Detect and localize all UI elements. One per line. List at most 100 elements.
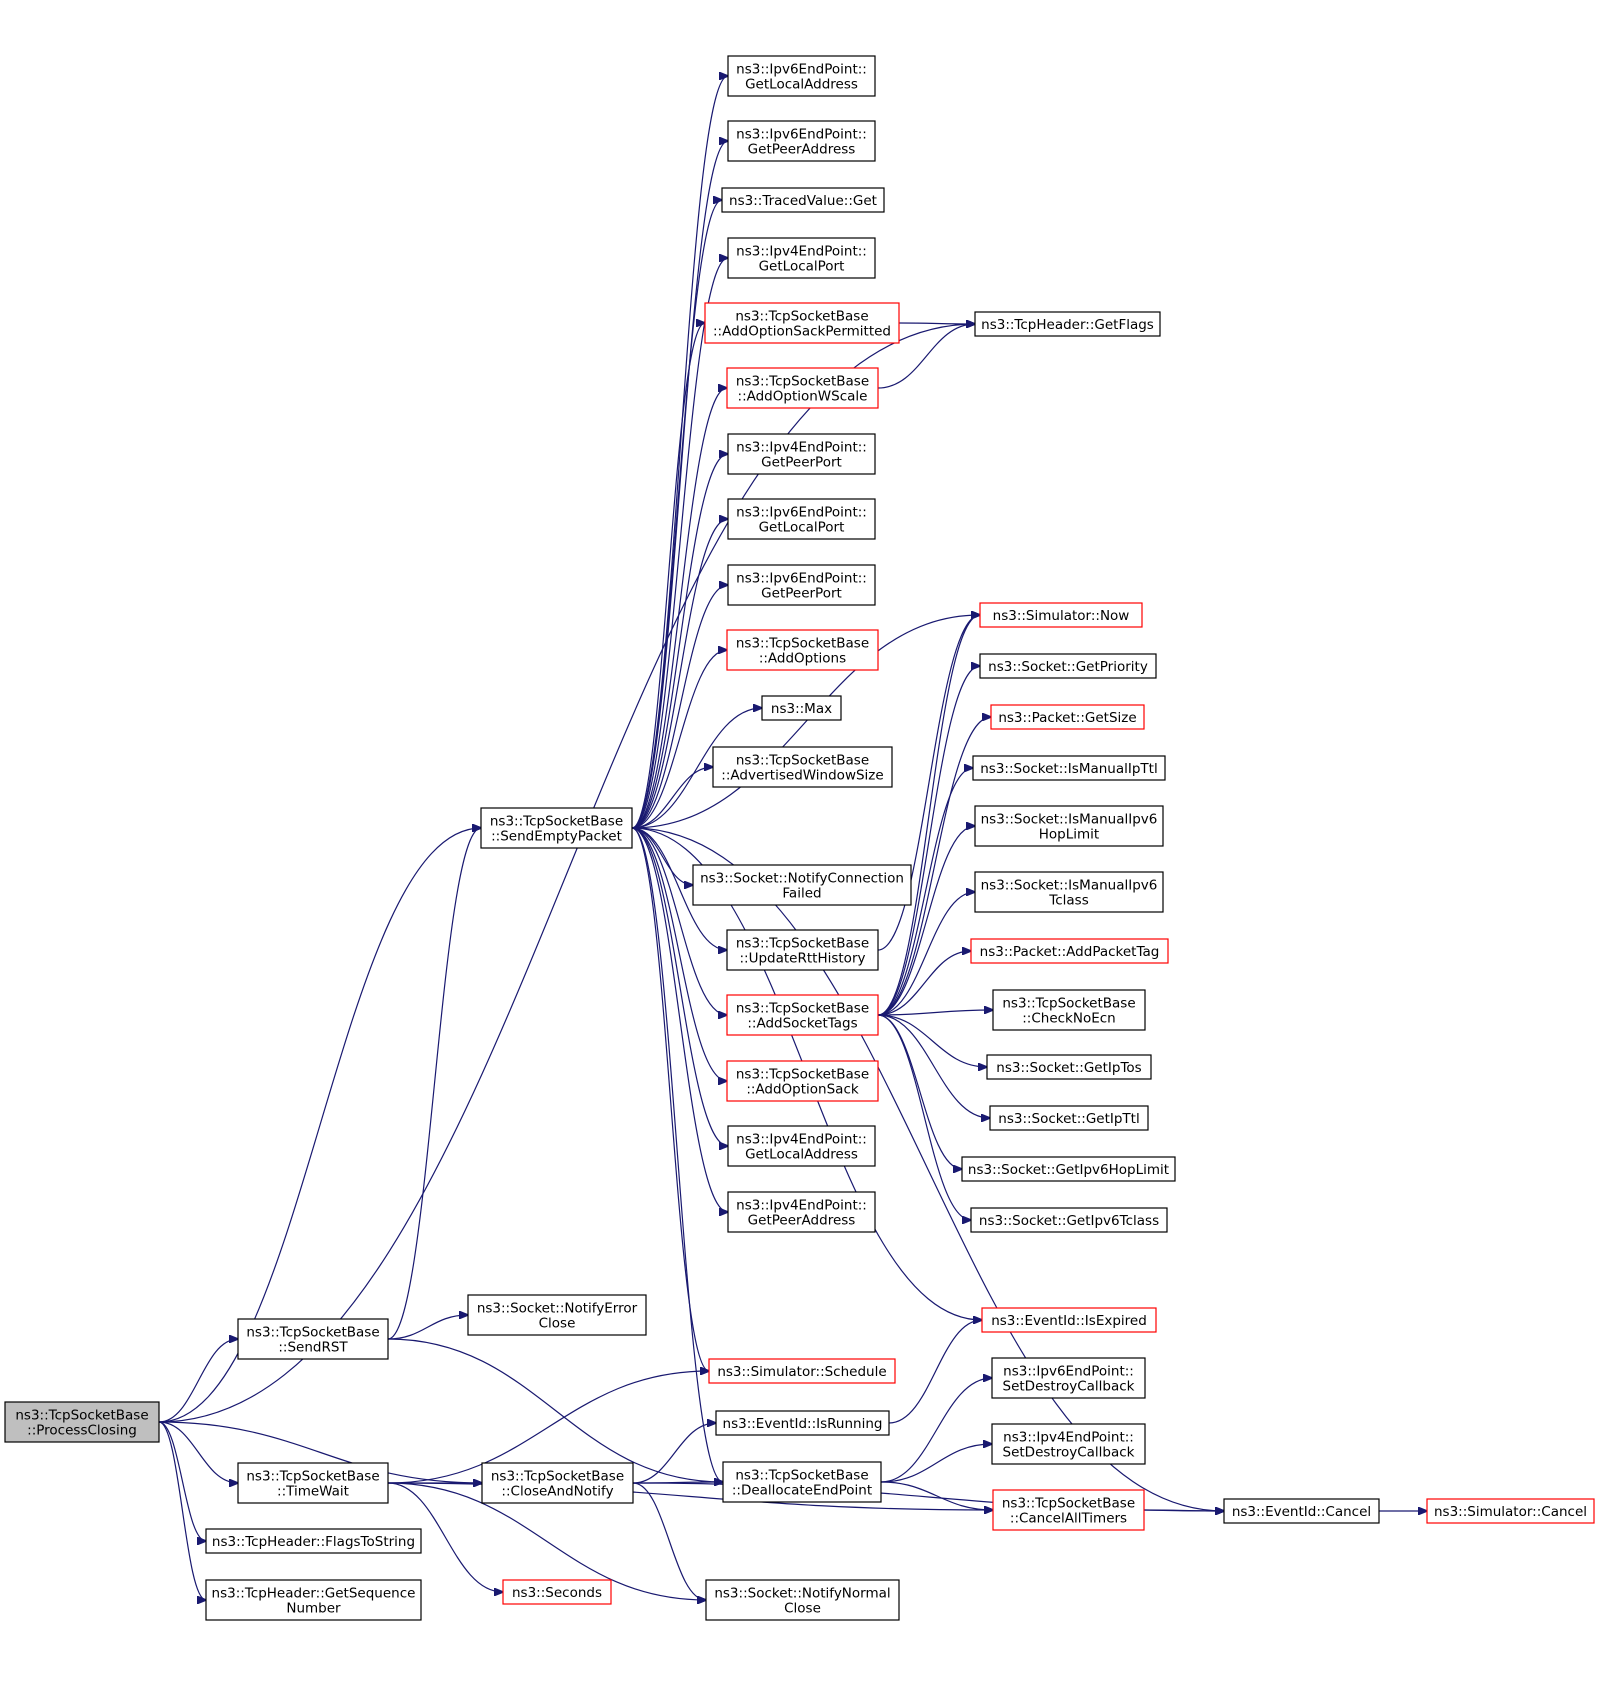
node-box [726, 994, 879, 1036]
graph-node[interactable]: ns3::TcpHeader::FlagsToString [205, 1528, 422, 1554]
node-box [726, 929, 879, 971]
graph-node[interactable]: ns3::Ipv6EndPoint::GetPeerPort [727, 564, 876, 606]
node-box [727, 1191, 876, 1233]
node-box [970, 1207, 1168, 1233]
graph-node[interactable]: ns3::TcpSocketBase::CheckNoEcn [992, 989, 1146, 1031]
call-edge [631, 76, 728, 829]
node-label: GetLocalAddress [745, 1147, 858, 1163]
graph-node[interactable]: ns3::TcpSocketBase::SendEmptyPacket [480, 807, 633, 849]
node-label: ns3::Socket::GetIpTtl [998, 1111, 1139, 1127]
node-label: ns3::Simulator::Cancel [1434, 1504, 1587, 1520]
node-label: ns3::Max [771, 701, 832, 717]
call-edge [1143, 1510, 1224, 1511]
node-label: ::AddOptionWScale [738, 389, 868, 405]
graph-node[interactable]: ns3::TracedValue::Get [721, 187, 885, 213]
node-label: ::TimeWait [277, 1484, 349, 1500]
graph-node[interactable]: ns3::Ipv6EndPoint::SetDestroyCallback [991, 1357, 1146, 1399]
call-edge [877, 892, 975, 1016]
graph-node[interactable]: ns3::TcpSocketBase::CloseAndNotify [481, 1462, 634, 1504]
graph-node[interactable]: ns3::TcpSocketBase::AddSocketTags [726, 994, 879, 1036]
graph-node[interactable]: ns3::Packet::AddPacketTag [970, 938, 1169, 964]
graph-node[interactable]: ns3::EventId::IsExpired [981, 1307, 1157, 1333]
graph-node[interactable]: ns3::Simulator::Cancel [1426, 1498, 1595, 1524]
node-label: HopLimit [1039, 827, 1099, 843]
graph-node[interactable]: ns3::Socket::IsManualIpTtl [972, 755, 1166, 781]
graph-node[interactable]: ns3::TcpSocketBase::AddOptions [726, 629, 879, 671]
graph-node[interactable]: ns3::Socket::GetIpv6HopLimit [961, 1156, 1176, 1182]
node-label: ns3::Socket::NotifyError [477, 1301, 638, 1317]
graph-node[interactable]: ns3::Ipv4EndPoint::SetDestroyCallback [991, 1423, 1146, 1465]
graph-node[interactable]: ns3::Ipv4EndPoint::GetLocalPort [727, 237, 876, 279]
node-box [727, 55, 876, 97]
graph-node[interactable]: ns3::Ipv4EndPoint::GetLocalAddress [727, 1125, 876, 1167]
node-label: ns3::Socket::GetIpv6HopLimit [968, 1162, 1169, 1178]
node-label: ns3::TcpSocketBase [736, 374, 869, 390]
graph-node[interactable]: ns3::Simulator::Schedule [708, 1358, 896, 1384]
node-label: ::AddSocketTags [747, 1016, 857, 1032]
call-edge [898, 323, 975, 324]
node-box [704, 302, 900, 344]
node-label: ::CheckNoEcn [1022, 1011, 1116, 1027]
graph-node[interactable]: ns3::Simulator::Now [979, 602, 1143, 628]
call-edge [387, 1371, 709, 1484]
node-box [727, 237, 876, 279]
node-box [981, 1307, 1157, 1333]
graph-node[interactable]: ns3::Socket::GetIpTos [986, 1054, 1152, 1080]
node-label: ns3::EventId::IsRunning [723, 1416, 883, 1432]
call-edge [631, 827, 727, 1081]
graph-node[interactable]: ns3::TcpSocketBase::SendRST [237, 1318, 389, 1360]
graph-node[interactable]: ns3::TcpSocketBase::AddOptionSackPermitt… [704, 302, 900, 344]
graph-node[interactable]: ns3::TcpSocketBase::AddOptionSack [726, 1060, 879, 1102]
graph-node[interactable]: ns3::Seconds [502, 1579, 612, 1605]
node-label: ns3::Ipv4EndPoint:: [736, 1198, 867, 1214]
node-label: Failed [782, 886, 821, 902]
graph-node[interactable]: ns3::Max [761, 695, 842, 721]
graph-node[interactable]: ns3::TcpSocketBase::UpdateRttHistory [726, 929, 879, 971]
node-label: SetDestroyCallback [1003, 1445, 1135, 1461]
node-box [480, 807, 633, 849]
graph-node[interactable]: ns3::Socket::GetIpv6Tclass [970, 1207, 1168, 1233]
node-label: ns3::Socket::GetIpv6Tclass [979, 1213, 1159, 1229]
call-edge [877, 826, 975, 1016]
graph-node[interactable]: ns3::EventId::IsRunning [715, 1410, 890, 1436]
graph-node[interactable]: ns3::Socket::GetIpTtl [989, 1105, 1149, 1131]
graph-node[interactable]: ns3::TcpSocketBase::TimeWait [237, 1462, 389, 1504]
graph-node[interactable]: ns3::TcpSocketBase::AdvertisedWindowSize [712, 746, 893, 788]
graph-node[interactable]: ns3::Ipv6EndPoint::GetPeerAddress [727, 120, 876, 162]
graph-node[interactable]: ns3::Socket::GetPriority [979, 653, 1157, 679]
node-label: ns3::Socket::NotifyConnection [700, 871, 904, 887]
graph-node[interactable]: ns3::Ipv6EndPoint::GetLocalPort [727, 498, 876, 540]
node-box [974, 871, 1164, 913]
graph-node[interactable]: ns3::TcpSocketBase::CancelAllTimers [992, 1489, 1145, 1531]
node-box [726, 629, 879, 671]
node-box [727, 120, 876, 162]
call-edge [631, 141, 728, 829]
graph-node[interactable]: ns3::Ipv4EndPoint::GetPeerPort [727, 433, 876, 475]
graph-node[interactable]: ns3::Ipv4EndPoint::GetPeerAddress [727, 1191, 876, 1233]
graph-node[interactable]: ns3::TcpHeader::GetFlags [974, 311, 1161, 337]
node-label: Close [539, 1316, 576, 1332]
graph-root-node[interactable]: ns3::TcpSocketBase::ProcessClosing [4, 1401, 160, 1443]
node-label: ns3::TcpHeader::FlagsToString [212, 1534, 415, 1550]
graph-node[interactable]: ns3::Packet::GetSize [990, 704, 1145, 730]
node-label: ns3::EventId::IsExpired [991, 1313, 1147, 1329]
graph-node[interactable]: ns3::TcpSocketBase::AddOptionWScale [726, 367, 879, 409]
node-label: Tclass [1048, 893, 1088, 909]
graph-node[interactable]: ns3::EventId::Cancel [1223, 1498, 1380, 1524]
call-edge [877, 717, 991, 1016]
node-label: GetLocalAddress [745, 77, 858, 93]
call-edge [877, 615, 980, 951]
call-edge [877, 951, 971, 1016]
node-box [991, 1357, 1146, 1399]
call-edge [632, 1423, 716, 1484]
graph-node[interactable]: ns3::Ipv6EndPoint::GetLocalAddress [727, 55, 876, 97]
graph-node[interactable]: ns3::TcpSocketBase::DeallocateEndPoint [722, 1461, 882, 1503]
node-label: ns3::Ipv6EndPoint:: [736, 571, 867, 587]
call-edge [158, 828, 481, 1423]
